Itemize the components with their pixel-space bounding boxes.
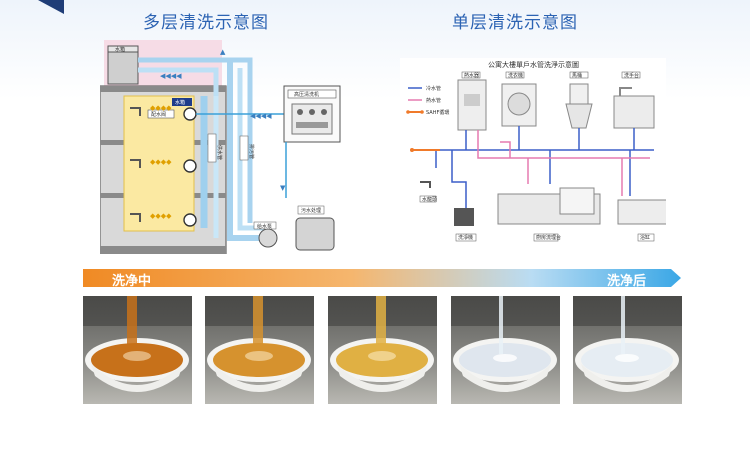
svg-text:水龍頭: 水龍頭 xyxy=(422,196,437,203)
supply-pipe-label: 供水管 xyxy=(216,145,223,160)
floor-3: ◆◆◆◆ xyxy=(130,212,197,227)
svg-text:浴缸: 浴缸 xyxy=(640,234,650,241)
faucet: 水龍頭 xyxy=(419,181,437,203)
tank-top-label: 水箱 xyxy=(115,46,125,53)
svg-text:廚房流理台: 廚房流理台 xyxy=(536,234,561,241)
legend: 冷水管 熱水管 SAHF循環 xyxy=(406,85,449,116)
svg-text:▼: ▼ xyxy=(280,184,286,192)
floor-2: ◆◆◆◆ xyxy=(130,158,197,173)
water-heater: 熱水器 xyxy=(457,71,487,131)
svg-text:◀◀◀◀: ◀◀◀◀ xyxy=(250,112,272,120)
legend-hot: 熱水管 xyxy=(426,97,441,104)
yellow-zone xyxy=(123,95,195,232)
drain-box: 洗淨機 xyxy=(454,208,477,242)
photo-stage-2 xyxy=(205,296,314,404)
return-pipe-label: 排污管 xyxy=(248,144,255,159)
cleaning-end-label: 洗净后 xyxy=(607,274,647,289)
photo-stage-1 xyxy=(83,296,192,404)
flush-arrow xyxy=(410,148,440,152)
kitchen-counter: 廚房流理台 xyxy=(497,187,601,242)
svg-text:馬桶: 馬桶 xyxy=(572,72,582,79)
drain-label: 污水处理 xyxy=(301,207,321,214)
bathtub: 浴缸 xyxy=(617,199,673,242)
photo-stage-5 xyxy=(573,296,682,404)
wash-basin: 洗手台 xyxy=(613,71,655,129)
toilet: 馬桶 xyxy=(565,71,593,129)
single-diagram-title: 公寓大樓單戶水管洗淨示意圖 xyxy=(488,60,579,69)
pump-label: 给水泵 xyxy=(257,223,272,230)
svg-text:洗手台: 洗手台 xyxy=(624,72,639,79)
photo-stage-3 xyxy=(328,296,437,404)
multi-layer-diagram: 水箱 水箱 配水阀 ◆◆◆◆ ◆◆◆◆ ◆◆◆◆ ◀◀ xyxy=(99,38,347,255)
drain-tank xyxy=(295,217,335,251)
cleaner-label: 高压清洗机 xyxy=(294,91,319,98)
photo-stage-4 xyxy=(451,296,560,404)
svg-text:◆◆◆◆: ◆◆◆◆ xyxy=(150,212,172,220)
svg-text:洗淨機: 洗淨機 xyxy=(458,234,473,241)
cleaning-start-label: 洗净中 xyxy=(112,274,152,289)
washing-machine: 洗衣機 xyxy=(501,71,537,127)
single-layer-title: 单层清洗示意图 xyxy=(452,13,578,33)
svg-text:熱水器: 熱水器 xyxy=(464,72,479,79)
tank-mid-label: 水箱 xyxy=(175,99,185,106)
cleaning-progress-bar xyxy=(83,269,681,287)
svg-text:◆◆◆◆: ◆◆◆◆ xyxy=(150,104,172,112)
corner-decoration xyxy=(38,0,64,14)
hot-pipes xyxy=(477,130,650,196)
legend-flush: SAHF循環 xyxy=(426,109,449,116)
svg-text:洗衣機: 洗衣機 xyxy=(508,72,523,79)
legend-cold: 冷水管 xyxy=(426,85,441,92)
svg-text:◆◆◆◆: ◆◆◆◆ xyxy=(150,158,172,166)
svg-text:◀◀◀◀: ◀◀◀◀ xyxy=(160,72,182,80)
multi-layer-title: 多层清洗示意图 xyxy=(143,13,269,33)
single-layer-diagram: 公寓大樓單戶水管洗淨示意圖 冷水管 熱水管 SAHF循環 熱水器 洗衣機 馬桶 xyxy=(400,58,673,250)
svg-text:▲: ▲ xyxy=(220,48,226,56)
valve-label: 配水阀 xyxy=(151,111,166,118)
